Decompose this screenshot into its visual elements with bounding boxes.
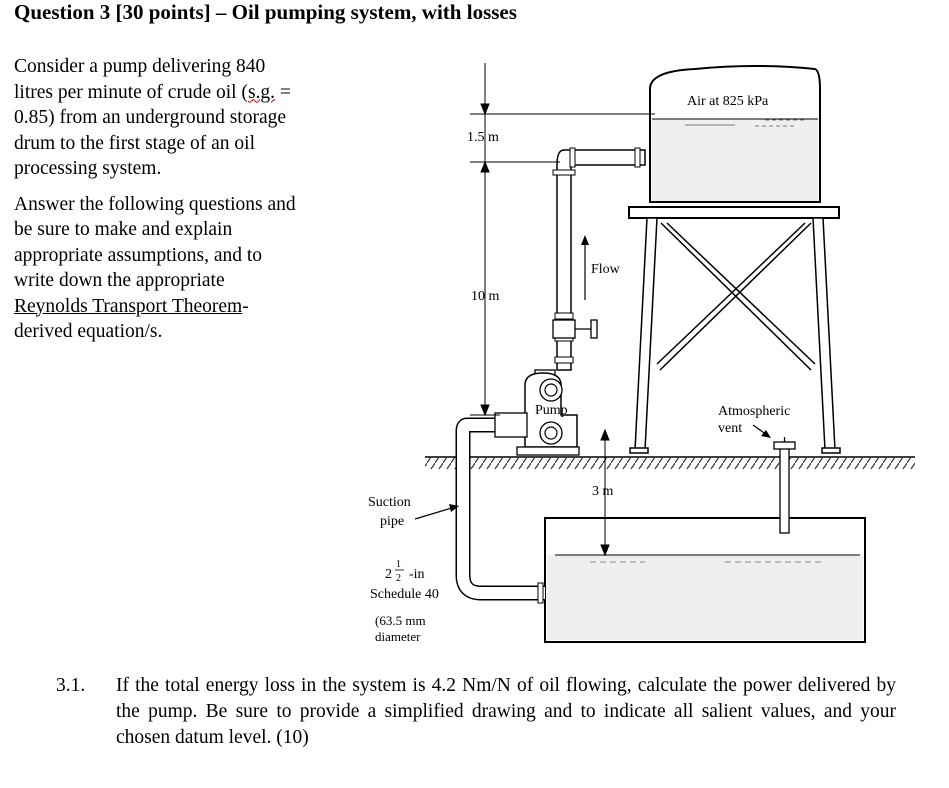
question-title: Question 3 [30 points] – Oil pumping sys… [14,0,517,24]
vent-label-line-2: vent [718,421,742,436]
tank-stand [629,217,841,454]
pipe-schedule-label: Schedule 40 [370,587,439,602]
pipe-size-fraction-num: 1 [396,559,401,570]
suction-label-line-1: Suction [368,495,411,510]
reynolds-transport-theorem-link[interactable]: Reynolds Transport Theorem [14,295,243,317]
pipe-size-fraction-den: 2 [396,573,401,584]
dimension-10m: 10 m [471,289,500,304]
flow-arrow-icon [581,235,589,300]
question-number: 3.1. [56,675,86,696]
specific-gravity-abbrev: s.g. [247,81,276,103]
pumping-system-diagram: Flow Air at 825 kPa 1.5 m 10 m 3 m [368,63,915,644]
suction-label-line-2: pipe [380,514,404,529]
vent-arrow-icon [752,424,771,438]
problem-statement: Consider a pump delivering 840 litres pe… [14,54,299,355]
underground-drum [544,517,866,643]
ground [425,456,915,469]
elevated-tank [628,65,840,219]
vent-label-line-1: Atmospheric [718,404,790,419]
suction-arrow-icon [414,504,459,520]
pump-label: Pump [535,403,568,418]
pump [494,369,580,456]
dimension-lines [470,63,655,557]
question-text: If the total energy loss in the system i… [116,675,896,748]
pipe-diameter-line-2: diameter [375,629,421,644]
pipe-size-label: 2 -in [385,567,425,582]
valve-icon [552,319,598,339]
vent-pipe [773,437,796,534]
flow-label: Flow [591,262,621,277]
intro-paragraph-2: Answer the following questions and be su… [14,193,296,343]
pipe-diameter-line-1: (63.5 mm [375,613,426,628]
intro-paragraph-1: Consider a pump delivering 840 litres pe… [14,56,291,179]
tank-label: Air at 825 kPa [687,94,769,109]
dimension-3m: 3 m [592,484,614,499]
dimension-1-5m: 1.5 m [467,130,499,145]
